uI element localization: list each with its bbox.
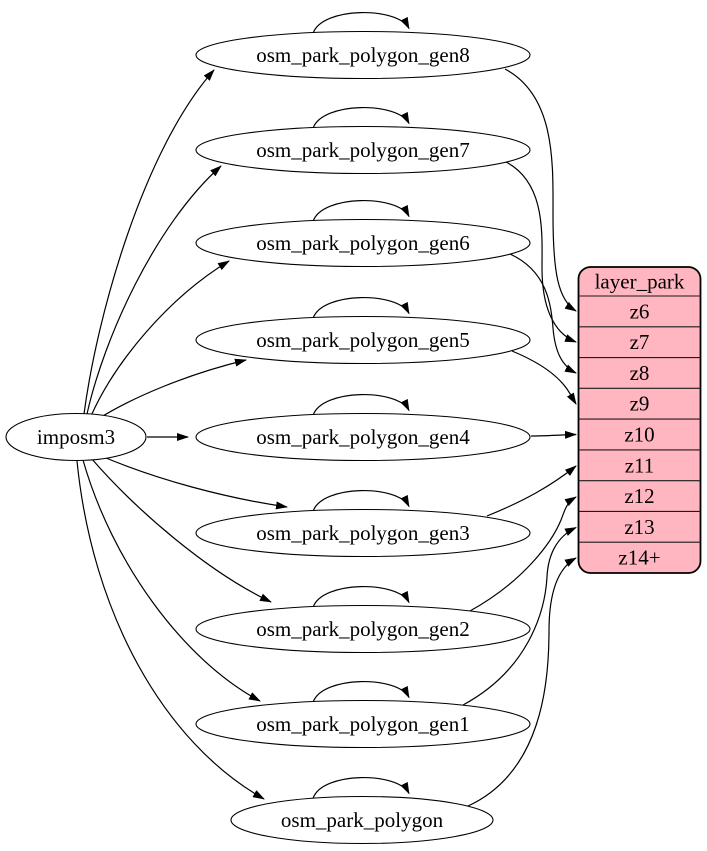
edge-imposm3-to-gen3	[98, 454, 288, 510]
selfloop-gen6	[312, 200, 410, 222]
node-imposm3: imposm3	[5, 412, 147, 462]
edges-to-layer-rows	[462, 68, 577, 807]
polygon-label: osm_park_polygon	[281, 808, 444, 832]
layer-row-z8-label: z8	[630, 361, 650, 385]
selfloop-gen2	[312, 586, 410, 608]
edge-imposm3-to-gen6	[90, 260, 230, 417]
gen4-ellipse	[195, 412, 531, 462]
selfloop-polygon	[312, 777, 410, 799]
polygon-ellipse	[230, 795, 494, 845]
edge-gen1-to-z13	[462, 526, 577, 706]
gen5-ellipse	[195, 315, 531, 365]
gen6-label: osm_park_polygon_gen6	[256, 231, 469, 255]
selfloop-gen4	[312, 394, 410, 416]
edge-gen5-to-z9	[511, 350, 577, 405]
gen2-label: osm_park_polygon_gen2	[256, 617, 469, 641]
gen1-label: osm_park_polygon_gen1	[256, 712, 469, 736]
selfloop-gen7	[312, 107, 410, 129]
edge-gen6-to-z8	[509, 253, 577, 374]
layer-row-z9-label: z9	[630, 392, 650, 416]
layer-row-z10-label: z10	[624, 423, 654, 447]
layer-park-title: layer_park	[595, 270, 685, 294]
node-osm-park-polygon-gen7: osm_park_polygon_gen7	[195, 125, 531, 175]
gen3-ellipse	[195, 508, 531, 558]
node-osm-park-polygon-gen4: osm_park_polygon_gen4	[195, 412, 531, 462]
layer-row-z11-label: z11	[625, 453, 655, 477]
edge-imposm3-to-gen7	[86, 165, 222, 415]
selfloop-gen1	[312, 681, 410, 703]
node-osm-park-polygon-gen2: osm_park_polygon_gen2	[195, 604, 531, 654]
gen8-ellipse	[195, 30, 531, 80]
self-loop-edges	[312, 12, 410, 799]
node-osm-park-polygon-gen8: osm_park_polygon_gen8	[195, 30, 531, 80]
edge-gen3-to-z11	[486, 465, 577, 517]
gen3-label: osm_park_polygon_gen3	[256, 521, 469, 545]
gen1-ellipse	[195, 699, 531, 749]
layer-park-row-separators	[578, 295, 701, 543]
node-osm-park-polygon-gen6: osm_park_polygon_gen6	[195, 218, 531, 268]
layer-park-table: layer_park z6 z7 z8 z9 z10 z11 z12 z13 z…	[577, 266, 702, 574]
imposm3-label: imposm3	[37, 425, 115, 449]
node-osm-park-polygon: osm_park_polygon	[230, 795, 494, 845]
layer-row-z6-label: z6	[630, 299, 650, 323]
gen8-label: osm_park_polygon_gen8	[256, 43, 469, 67]
edges-from-source	[76, 69, 288, 800]
edge-gen7-to-z7	[505, 161, 577, 343]
selfloop-gen8	[312, 12, 410, 34]
gen7-label: osm_park_polygon_gen7	[256, 138, 469, 162]
layer-park-outline	[577, 266, 702, 574]
edge-imposm3-to-polygon	[76, 460, 265, 800]
selfloop-gen3	[312, 490, 410, 512]
edge-polygon-to-z14	[467, 557, 577, 807]
node-osm-park-polygon-gen5: osm_park_polygon_gen5	[195, 315, 531, 365]
edge-gen8-to-z6	[504, 68, 577, 312]
edge-imposm3-to-gen2	[90, 457, 272, 603]
layer-row-z12-label: z12	[624, 484, 654, 508]
gen5-label: osm_park_polygon_gen5	[256, 328, 469, 352]
gen6-ellipse	[195, 218, 531, 268]
edge-gen4-to-z10	[530, 430, 577, 439]
node-osm-park-polygon-gen1: osm_park_polygon_gen1	[195, 699, 531, 749]
edge-gen2-to-z12	[469, 496, 577, 612]
gen2-ellipse	[195, 604, 531, 654]
node-osm-park-polygon-gen3: osm_park_polygon_gen3	[195, 508, 531, 558]
edge-imposm3-to-gen8	[83, 69, 215, 415]
imposm3-ellipse	[5, 412, 147, 462]
layer-row-z7-label: z7	[630, 330, 650, 354]
layer-row-z14-label: z14+	[618, 546, 660, 570]
edge-imposm3-to-gen1	[82, 459, 261, 702]
selfloop-gen5	[312, 297, 410, 319]
gen4-label: osm_park_polygon_gen4	[256, 425, 470, 449]
edge-imposm3-to-gen5	[97, 358, 247, 420]
gen7-ellipse	[195, 125, 531, 175]
layer-row-z13-label: z13	[624, 515, 654, 539]
